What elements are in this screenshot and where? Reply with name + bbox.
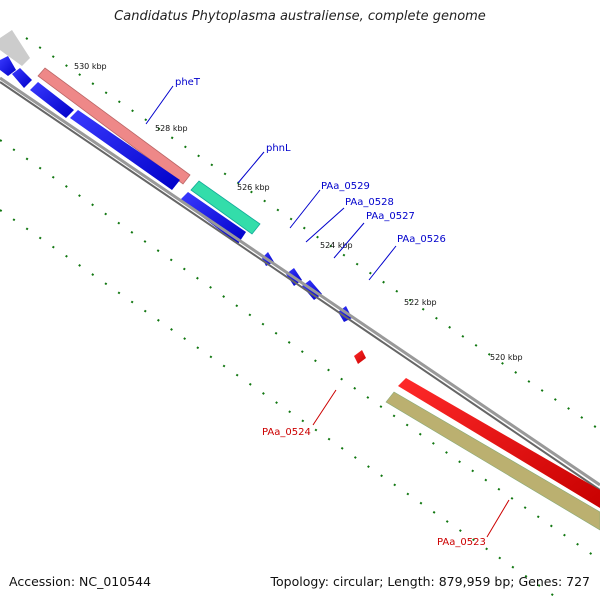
gene-label-pheT: pheT — [175, 77, 201, 88]
gene-label-PAa_0527: PAa_0527 — [366, 211, 415, 222]
backbone-inner — [0, 81, 600, 491]
kbp-label-528: 528 kbp — [155, 124, 188, 133]
cds-blue-5 — [180, 192, 246, 244]
kbp-label-524: 524 kbp — [320, 241, 353, 250]
gene-label-PAa_0526: PAa_0526 — [397, 234, 446, 245]
tick-track-inner-1 — [0, 139, 600, 561]
cds-red-small — [354, 350, 366, 364]
gene-label-PAa_0528: PAa_0528 — [345, 197, 394, 208]
kbp-label-522: 522 kbp — [404, 298, 437, 307]
gene-label-leaders — [145, 85, 510, 538]
gray-feature — [0, 30, 30, 66]
gene-label-PAa_0529: PAa_0529 — [321, 181, 370, 192]
cds-blue-2 — [12, 68, 32, 88]
pheT-feature — [37, 67, 191, 185]
phnL-feature — [190, 180, 261, 235]
tick-track-inner-2 — [0, 209, 561, 600]
backbone-outer — [0, 76, 600, 487]
kbp-label-526: 526 kbp — [237, 183, 270, 192]
cds-blue-4 — [70, 110, 180, 190]
genome-title: Candidatus Phytoplasma australiense, com… — [114, 9, 486, 24]
olive-feature — [385, 391, 600, 531]
kbp-label-520: 520 kbp — [490, 353, 523, 362]
accession-text: Accession: NC_010544 — [9, 574, 152, 589]
genome-summary-text: Topology: circular; Length: 879,959 bp; … — [270, 574, 591, 589]
gene-label-PAa_0524: PAa_0524 — [262, 427, 311, 438]
cds-blue-1 — [0, 56, 16, 76]
cds-blue-3 — [30, 82, 74, 118]
gene-label-PAa_0523: PAa_0523 — [437, 537, 486, 548]
kbp-label-530: 530 kbp — [74, 62, 107, 71]
cds-red-large — [398, 378, 600, 508]
tick-track-outer — [25, 37, 600, 431]
gene-label-phnL: phnL — [266, 143, 291, 154]
